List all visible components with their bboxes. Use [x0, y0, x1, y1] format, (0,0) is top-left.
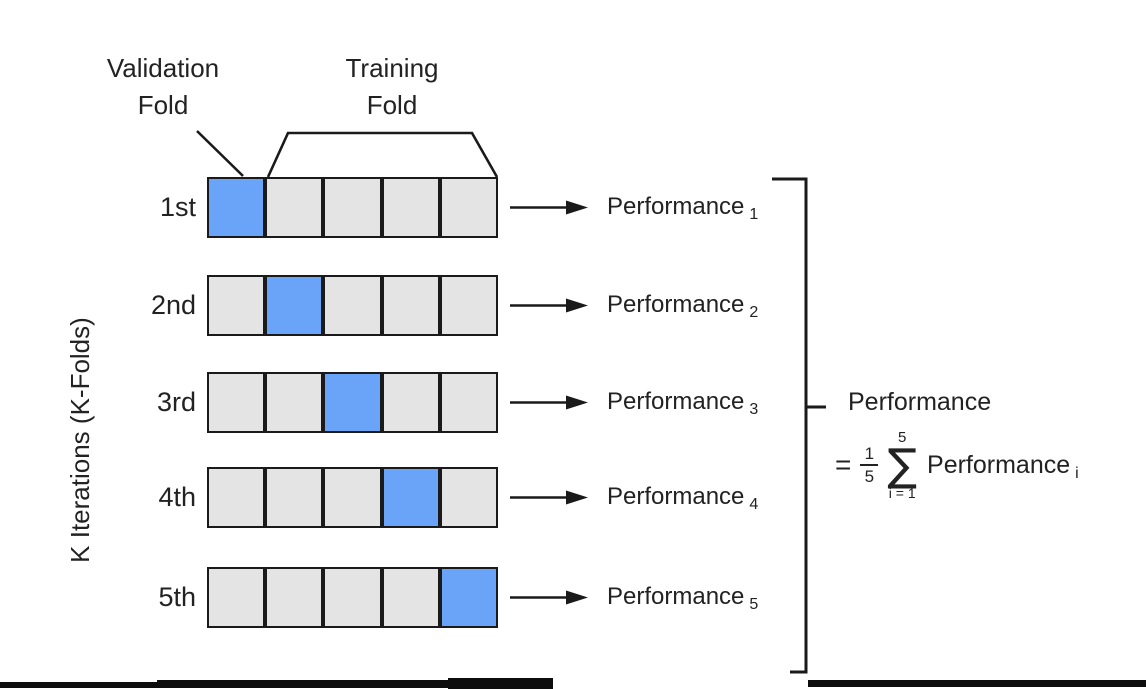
arrowhead-icon	[566, 298, 588, 313]
performance-text: Performance	[607, 583, 745, 610]
row-3-label: 3rd	[156, 387, 196, 417]
row-5-performance: Performance 5	[607, 583, 758, 613]
training-fold-square	[265, 567, 324, 628]
row-1-label: 1st	[159, 192, 196, 222]
training-fold-square	[265, 177, 324, 238]
training-fold-label: Training Fold	[314, 50, 470, 124]
row-3-performance: Performance 3	[607, 388, 758, 418]
sigma-icon: ∑	[887, 439, 918, 491]
summand-subscript: i	[1075, 464, 1079, 482]
k-iterations-axis-label: K Iterations (K-Folds)	[65, 317, 95, 563]
training-fold-square	[207, 275, 266, 336]
training-fold-square	[207, 372, 266, 433]
validation-fold-square	[439, 567, 498, 628]
training-fold-square	[323, 275, 382, 336]
equals-sign: =	[835, 449, 852, 480]
training-fold-square	[439, 467, 498, 528]
training-fold-square	[265, 467, 324, 528]
performance-subscript: 4	[749, 496, 759, 513]
summation: 5 ∑ i = 1	[887, 428, 918, 501]
bottom-bar-mid	[448, 678, 553, 689]
validation-fold-label: Validation Fold	[85, 50, 241, 124]
training-fold-square	[207, 467, 266, 528]
training-fold-square	[323, 467, 382, 528]
row-3-folds	[207, 372, 498, 433]
performance-subscript: 5	[749, 596, 759, 613]
training-fold-square	[323, 567, 382, 628]
row-2-folds	[207, 275, 498, 336]
row-5-arrow	[510, 590, 588, 605]
training-fold-square	[381, 177, 440, 238]
row-2-performance: Performance 2	[607, 291, 758, 321]
row-5-folds	[207, 567, 498, 628]
performance-subscript: 3	[749, 401, 759, 418]
arrowhead-icon	[566, 590, 588, 605]
row-3-arrow	[510, 395, 588, 410]
summary-bracket	[772, 177, 826, 674]
performance-text: Performance	[607, 483, 745, 510]
performance-text: Performance	[607, 291, 745, 318]
arrowhead-icon	[566, 200, 588, 215]
row-1-folds	[207, 177, 498, 238]
arrowhead-icon	[566, 395, 588, 410]
fraction-bar	[860, 464, 879, 466]
arrowhead-icon	[566, 490, 588, 505]
row-4-label: 4th	[158, 482, 196, 512]
validation-fold-square	[265, 275, 324, 336]
training-fold-square	[439, 372, 498, 433]
training-fold-square	[265, 372, 324, 433]
row-2-label: 2nd	[150, 290, 196, 320]
training-fold-square	[439, 177, 498, 238]
validation-fold-label-line2: Fold	[137, 90, 189, 120]
fraction-denominator: 5	[864, 467, 875, 486]
fraction-one-fifth: 1 5	[860, 444, 879, 486]
training-fold-square	[381, 372, 440, 433]
bottom-bar-left	[0, 682, 177, 688]
row-4-arrow	[510, 490, 588, 505]
performance-subscript: 1	[749, 206, 759, 223]
formula-result-label: Performance	[848, 388, 992, 416]
training-fold-label-line1: Training	[345, 53, 439, 83]
fraction-numerator: 1	[864, 444, 875, 463]
training-fold-square	[207, 567, 266, 628]
performance-text: Performance	[607, 388, 745, 415]
row-1-performance: Performance 1	[607, 193, 758, 223]
validation-fold-label-line1: Validation	[106, 53, 220, 83]
performance-text: Performance	[607, 193, 745, 220]
training-fold-square	[381, 275, 440, 336]
training-fold-brace	[266, 131, 499, 178]
bottom-bar-right	[808, 680, 1146, 687]
training-fold-square	[323, 177, 382, 238]
validation-fold-square	[207, 177, 266, 238]
row-4-folds	[207, 467, 498, 528]
row-2-arrow	[510, 298, 588, 313]
row-4-performance: Performance 4	[607, 483, 758, 513]
validation-fold-square	[381, 467, 440, 528]
row-1-arrow	[510, 200, 588, 215]
training-fold-square	[381, 567, 440, 628]
validation-fold-square	[323, 372, 382, 433]
summation-upper-limit: 5	[898, 428, 907, 446]
summation-lower-limit: i = 1	[888, 484, 916, 501]
bottom-bar-mid-left	[157, 680, 456, 688]
training-fold-square	[439, 275, 498, 336]
validation-fold-pointer-line	[196, 130, 244, 177]
summand-label: Performance	[927, 450, 1071, 479]
training-fold-label-line2: Fold	[366, 90, 418, 120]
performance-subscript: 2	[749, 304, 759, 321]
row-5-label: 5th	[158, 582, 196, 612]
